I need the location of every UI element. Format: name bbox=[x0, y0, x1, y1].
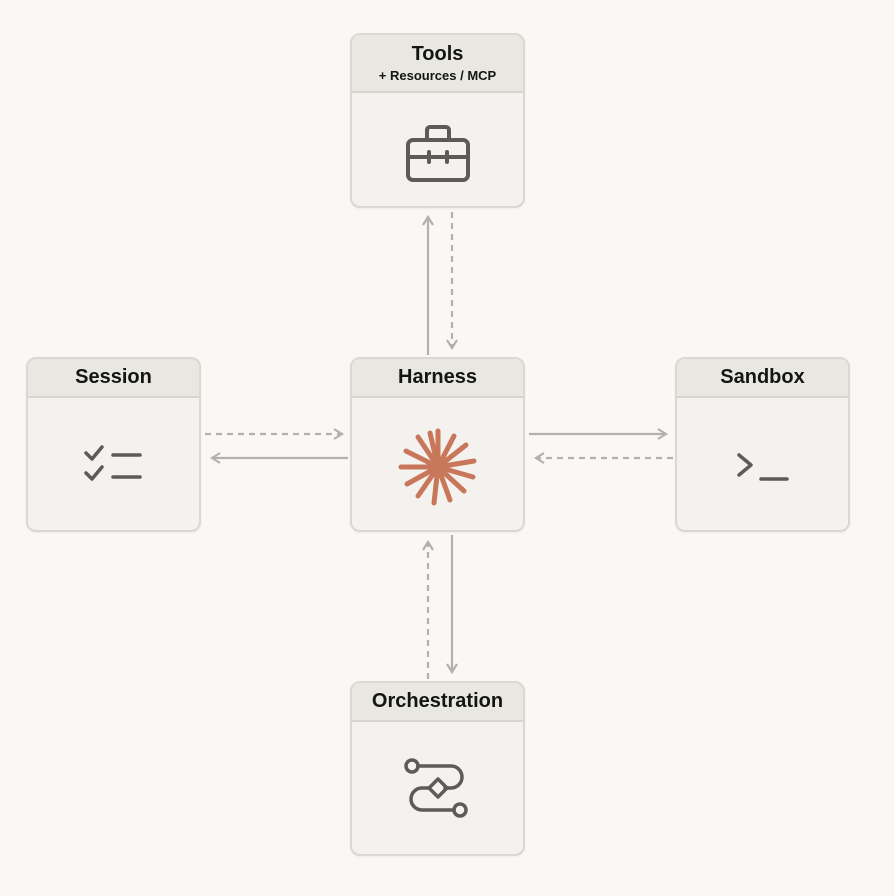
orchestration-node: Orchestration bbox=[350, 681, 525, 856]
tools-node: Tools + Resources / MCP bbox=[350, 33, 525, 208]
sandbox-header: Sandbox bbox=[677, 359, 848, 398]
session-header: Session bbox=[28, 359, 199, 398]
toolbox-icon bbox=[405, 125, 470, 182]
tools-subtitle: + Resources / MCP bbox=[378, 68, 497, 83]
orchestration-header: Orchestration bbox=[352, 683, 523, 722]
tools-header: Tools + Resources / MCP bbox=[352, 35, 523, 93]
harness-header: Harness bbox=[352, 359, 523, 398]
starburst-icon bbox=[398, 428, 476, 506]
workflow-icon bbox=[403, 758, 468, 818]
sandbox-node: Sandbox bbox=[675, 357, 850, 532]
terminal-prompt-icon bbox=[736, 453, 789, 481]
checklist-icon bbox=[83, 445, 142, 481]
harness-node: Harness bbox=[350, 357, 525, 532]
tools-title: Tools bbox=[411, 43, 464, 65]
session-node: Session bbox=[26, 357, 201, 532]
